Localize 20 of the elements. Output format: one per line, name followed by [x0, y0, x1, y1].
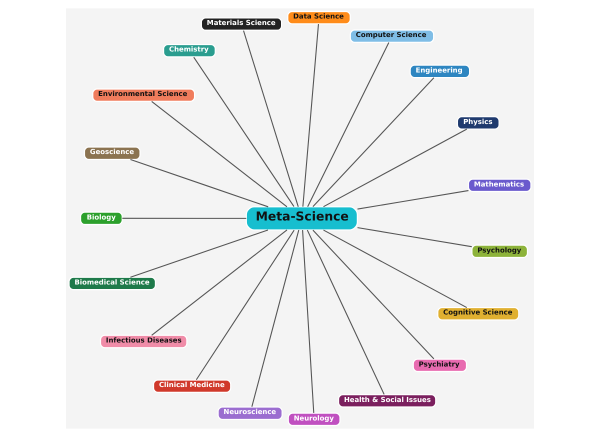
connector — [302, 230, 314, 413]
connector — [312, 230, 434, 360]
connector — [243, 30, 299, 207]
connector — [130, 158, 268, 208]
connector — [251, 230, 300, 407]
connector — [357, 227, 472, 248]
connector — [312, 77, 434, 207]
connector — [323, 230, 468, 308]
connector — [151, 100, 288, 208]
connector — [307, 42, 390, 207]
connector — [130, 230, 268, 278]
connector — [122, 218, 246, 219]
node-box: Meta-Science — [246, 206, 358, 231]
connector — [151, 230, 288, 336]
connector — [193, 56, 294, 207]
connector — [306, 230, 385, 395]
connector — [196, 230, 295, 380]
connector — [323, 128, 468, 208]
connector — [357, 190, 469, 210]
connector — [302, 24, 319, 207]
